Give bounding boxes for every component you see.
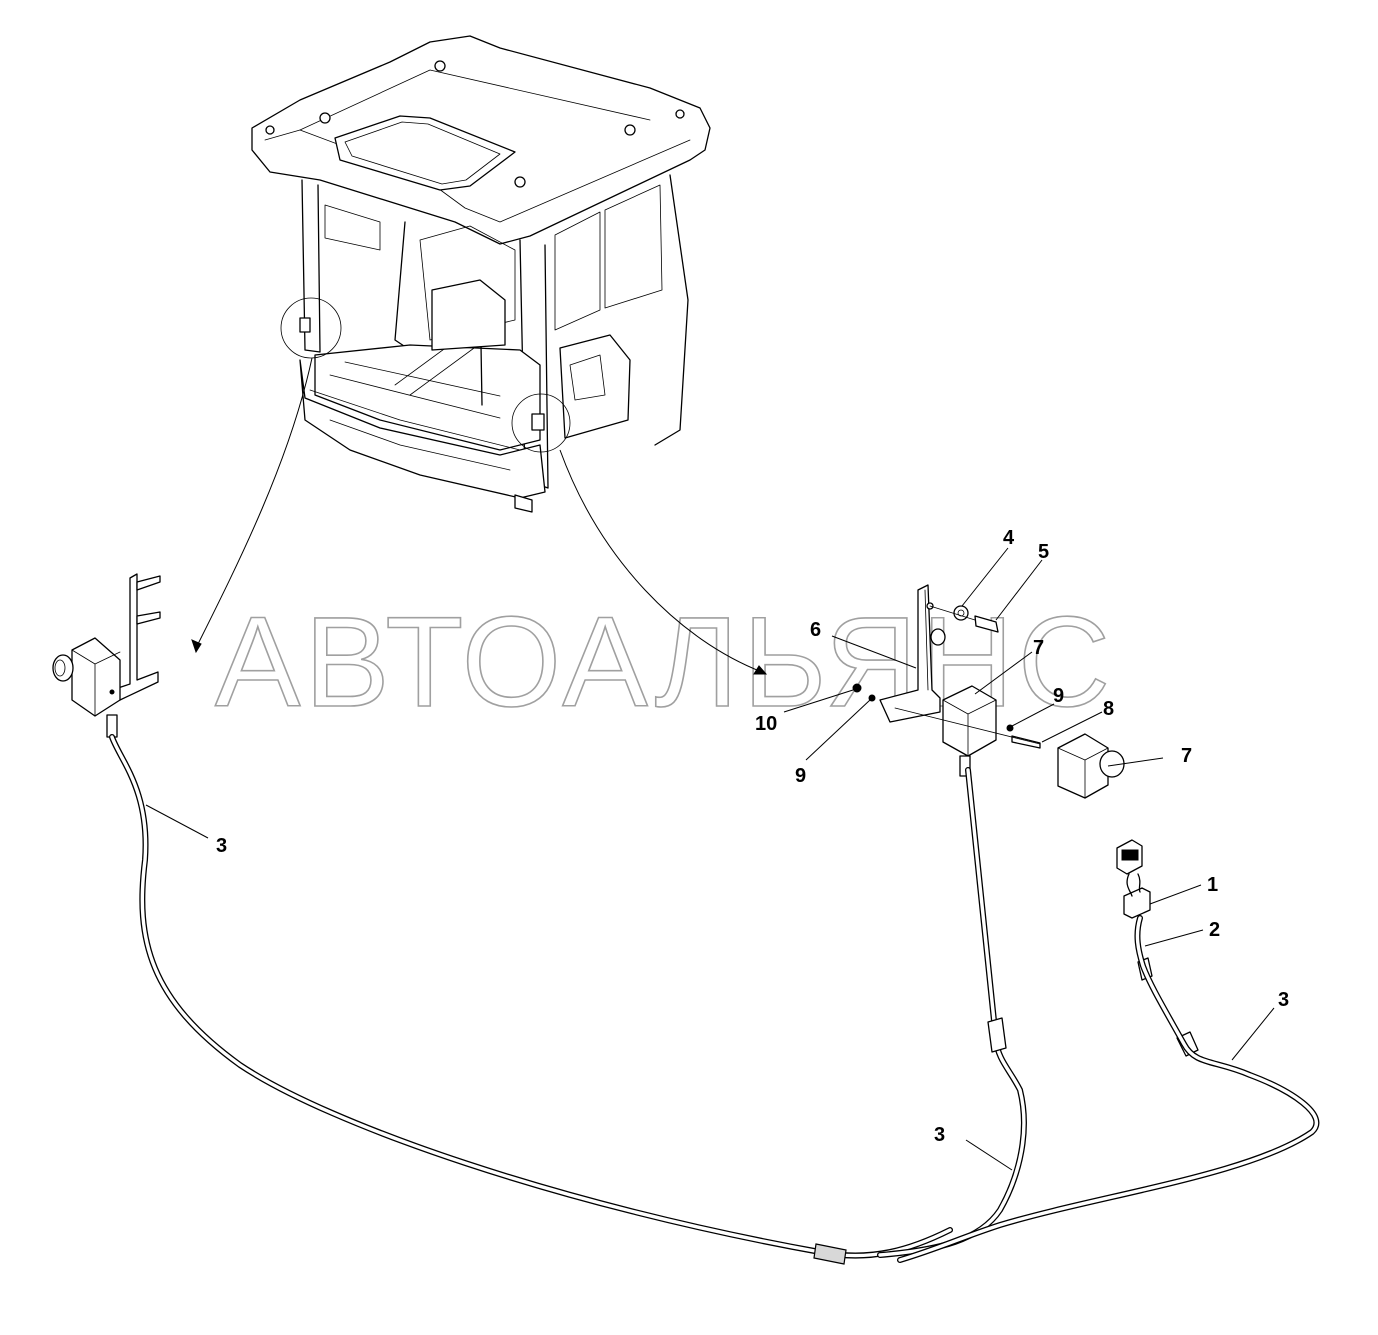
right-sensor-assembly <box>852 584 1125 799</box>
callout-10: 10 <box>755 713 777 735</box>
callout-7-lower: 7 <box>1181 745 1192 767</box>
cable-harness <box>109 734 1320 1265</box>
callout-3-bottom: 3 <box>934 1124 945 1146</box>
callout-4: 4 <box>1003 527 1015 549</box>
callout-1: 1 <box>1207 874 1218 896</box>
callout-3-left: 3 <box>216 835 227 857</box>
callout-9-left: 9 <box>795 765 806 787</box>
callout-8: 8 <box>1103 698 1114 720</box>
callout-9-right: 9 <box>1053 685 1064 707</box>
callout-7-upper: 7 <box>1033 637 1044 659</box>
left-sensor-assembly <box>52 573 161 738</box>
detail-arrow-left <box>195 357 313 649</box>
callout-6: 6 <box>810 619 821 641</box>
leader-lines <box>145 547 1275 1171</box>
callout-2: 2 <box>1209 919 1220 941</box>
cab-drawing <box>251 35 711 513</box>
callout-3-right: 3 <box>1278 989 1289 1011</box>
callout-5: 5 <box>1038 541 1049 563</box>
connector-group <box>1116 839 1199 1057</box>
callout-labels: 4 5 6 7 9 8 7 10 9 3 1 2 3 3 <box>216 527 1289 1146</box>
detail-arrow-right <box>559 449 763 673</box>
